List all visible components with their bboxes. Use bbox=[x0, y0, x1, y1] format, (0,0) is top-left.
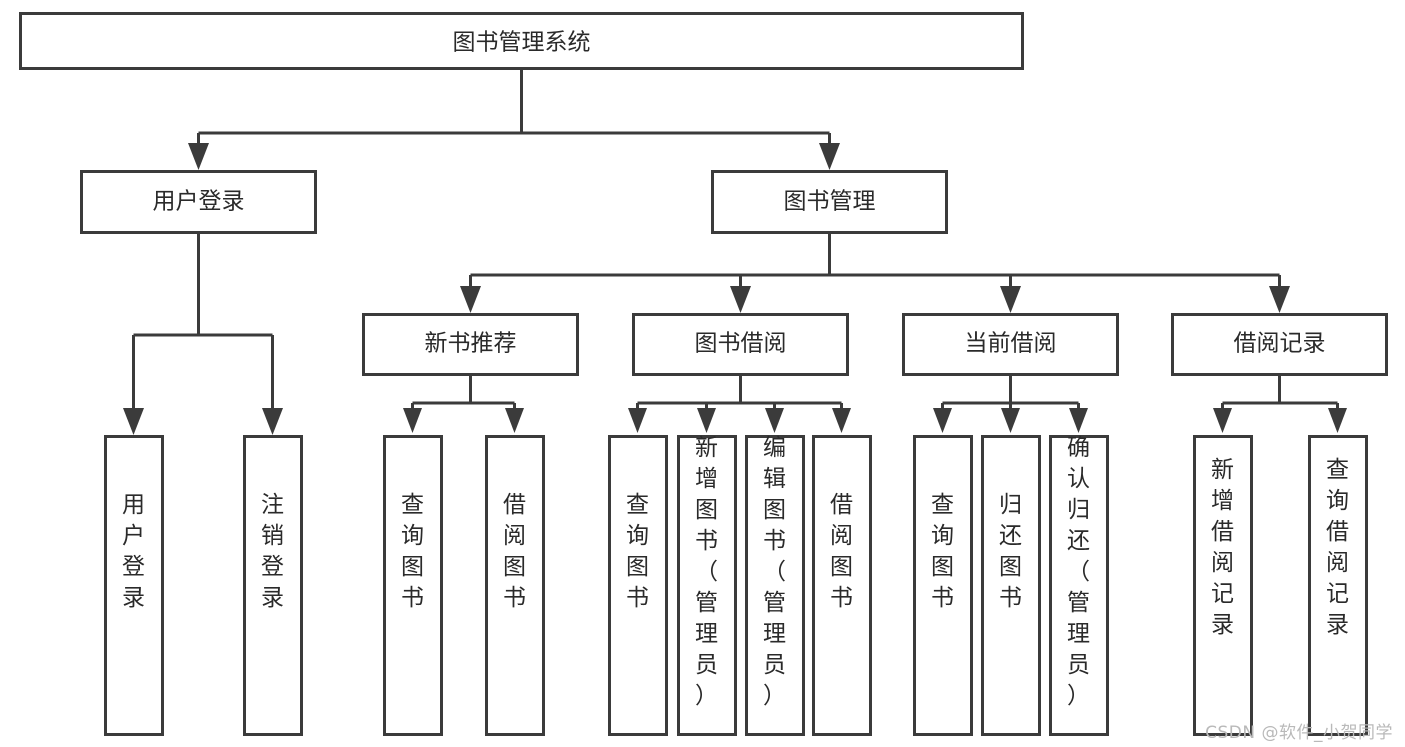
node-level2-book-management-label: 图书管理 bbox=[784, 189, 876, 215]
arrow-to-borrow-leaf1 bbox=[697, 408, 716, 433]
leaf-book-borrow-2-label: 编辑图书（管理员） bbox=[763, 435, 786, 709]
node-level2-book-management[interactable]: 图书管理 bbox=[711, 170, 948, 234]
arrow-to-recommend-leaf1 bbox=[505, 408, 524, 433]
leaf-book-borrow-3-box[interactable] bbox=[812, 435, 872, 736]
leaf-user-login-1[interactable]: 注销登录 bbox=[243, 435, 303, 736]
leaf-current-borrow-2-box[interactable] bbox=[1049, 435, 1109, 736]
leaf-book-borrow-0-box[interactable] bbox=[608, 435, 668, 736]
arrow-to-recommend-leaf0 bbox=[403, 408, 422, 433]
node-level2-user-login-label: 用户登录 bbox=[153, 189, 245, 215]
leaf-book-borrow-2-box[interactable] bbox=[745, 435, 805, 736]
leaf-book-borrow-3[interactable]: 借阅图书 bbox=[812, 435, 872, 736]
leaf-user-login-0[interactable]: 用户登录 bbox=[104, 435, 164, 736]
arrow-to-current-leaf1 bbox=[1001, 408, 1020, 433]
node-level3-new-book-recommend-label: 新书推荐 bbox=[425, 331, 517, 357]
node-level3-current-borrow-label: 当前借阅 bbox=[965, 331, 1057, 357]
arrow-to-borrow-leaf3 bbox=[832, 408, 851, 433]
arrow-to-current-leaf0 bbox=[933, 408, 952, 433]
leaf-borrow-record-0-box[interactable] bbox=[1193, 435, 1253, 736]
leaf-recommend-1[interactable]: 借阅图书 bbox=[485, 435, 545, 736]
node-level3-book-borrow-label: 图书借阅 bbox=[695, 331, 787, 357]
arrow-to-l3-recommend bbox=[460, 286, 481, 313]
leaf-current-borrow-0[interactable]: 查询图书 bbox=[913, 435, 973, 736]
node-level2-book-management-box[interactable] bbox=[711, 170, 948, 234]
leaf-book-borrow-1[interactable]: 新增图书（管理员） bbox=[677, 435, 737, 736]
leaf-user-login-1-label: 注销登录 bbox=[261, 492, 284, 611]
node-level2-user-login[interactable]: 用户登录 bbox=[80, 170, 317, 234]
arrow-to-current-leaf2 bbox=[1069, 408, 1088, 433]
leaf-recommend-0-box[interactable] bbox=[383, 435, 443, 736]
leaf-borrow-record-1[interactable]: 查询借阅记录 bbox=[1308, 435, 1368, 736]
leaf-current-borrow-2[interactable]: 确认归还（管理员） bbox=[1049, 435, 1109, 736]
leaf-borrow-record-0-label: 新增借阅记录 bbox=[1211, 457, 1234, 638]
leaf-current-borrow-0-box[interactable] bbox=[913, 435, 973, 736]
leaf-recommend-0[interactable]: 查询图书 bbox=[383, 435, 443, 736]
node-level2-user-login-box[interactable] bbox=[80, 170, 317, 234]
arrow-to-record-leaf0 bbox=[1213, 408, 1232, 433]
leaf-current-borrow-1[interactable]: 归还图书 bbox=[981, 435, 1041, 736]
node-root-box[interactable] bbox=[19, 12, 1024, 70]
leaf-borrow-record-0[interactable]: 新增借阅记录 bbox=[1193, 435, 1253, 736]
leaf-book-borrow-1-label: 新增图书（管理员） bbox=[695, 435, 718, 709]
node-level3-new-book-recommend-box[interactable] bbox=[362, 313, 579, 376]
node-level3-current-borrow[interactable]: 当前借阅 bbox=[902, 313, 1119, 376]
node-level3-new-book-recommend[interactable]: 新书推荐 bbox=[362, 313, 579, 376]
leaf-borrow-record-1-label: 查询借阅记录 bbox=[1326, 457, 1349, 638]
leaf-recommend-1-box[interactable] bbox=[485, 435, 545, 736]
leaf-recommend-1-label: 借阅图书 bbox=[503, 492, 526, 611]
leaf-user-login-1-box[interactable] bbox=[243, 435, 303, 736]
leaf-book-borrow-0[interactable]: 查询图书 bbox=[608, 435, 668, 736]
arrow-to-l3-current bbox=[1000, 286, 1021, 313]
leaf-current-borrow-0-label: 查询图书 bbox=[931, 492, 954, 611]
arrow-to-borrow-leaf0 bbox=[628, 408, 647, 433]
arrow-to-bookmgmt bbox=[819, 143, 840, 170]
leaf-book-borrow-0-label: 查询图书 bbox=[626, 492, 649, 611]
leaf-book-borrow-2[interactable]: 编辑图书（管理员） bbox=[745, 435, 805, 736]
arrow-to-record-leaf1 bbox=[1328, 408, 1347, 433]
node-level3-borrow-record-box[interactable] bbox=[1171, 313, 1388, 376]
node-root-label: 图书管理系统 bbox=[453, 30, 591, 56]
leaf-user-login-0-label: 用户登录 bbox=[122, 492, 145, 611]
leaf-user-login-0-box[interactable] bbox=[104, 435, 164, 736]
node-root[interactable]: 图书管理系统 bbox=[19, 12, 1024, 70]
leaf-borrow-record-1-box[interactable] bbox=[1308, 435, 1368, 736]
arrow-to-l3-borrow bbox=[730, 286, 751, 313]
leaf-current-borrow-2-label: 确认归还（管理员） bbox=[1067, 435, 1090, 709]
leaf-book-borrow-1-box[interactable] bbox=[677, 435, 737, 736]
leaf-current-borrow-1-label: 归还图书 bbox=[999, 492, 1022, 611]
node-level3-borrow-record-label: 借阅记录 bbox=[1234, 331, 1326, 357]
leaf-current-borrow-1-box[interactable] bbox=[981, 435, 1041, 736]
arrow-to-borrow-leaf2 bbox=[765, 408, 784, 433]
leaf-book-borrow-3-label: 借阅图书 bbox=[830, 492, 853, 611]
arrowhead-layer bbox=[123, 143, 1347, 435]
arrow-to-user-leaf0 bbox=[123, 408, 144, 435]
arrow-to-user-leaf1 bbox=[262, 408, 283, 435]
arrow-to-l3-record bbox=[1269, 286, 1290, 313]
leaf-recommend-0-label: 查询图书 bbox=[401, 492, 424, 611]
node-level3-book-borrow-box[interactable] bbox=[632, 313, 849, 376]
node-level3-current-borrow-box[interactable] bbox=[902, 313, 1119, 376]
node-level3-borrow-record[interactable]: 借阅记录 bbox=[1171, 313, 1388, 376]
arrow-to-userlogin bbox=[188, 143, 209, 170]
node-level3-book-borrow[interactable]: 图书借阅 bbox=[632, 313, 849, 376]
